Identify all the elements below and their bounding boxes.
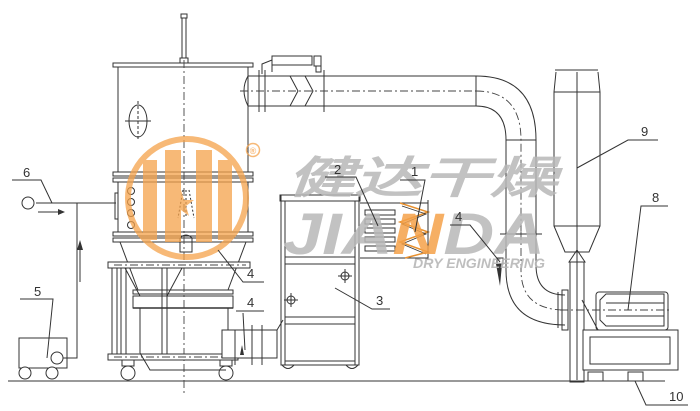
label-1: 1 xyxy=(411,164,418,179)
label-9: 9 xyxy=(641,124,648,139)
part-labels: 6 5 4 4 3 2 1 4 9 8 10 xyxy=(12,124,688,406)
fan-motor xyxy=(560,291,679,382)
label-8: 8 xyxy=(652,190,659,205)
label-10: 10 xyxy=(669,389,683,404)
label-4-upper: 4 xyxy=(455,209,462,224)
svg-text:健达干燥: 健达干燥 xyxy=(287,153,563,204)
jianda-logo: ® xyxy=(125,136,261,260)
label-2: 2 xyxy=(334,162,341,177)
svg-text:DRY ENGINEERING: DRY ENGINEERING xyxy=(413,255,545,271)
cart-unit xyxy=(18,330,78,380)
label-6: 5 xyxy=(34,284,41,299)
label-7: 6 xyxy=(23,165,30,180)
exhaust-duct xyxy=(240,55,569,331)
air-inlet xyxy=(21,196,116,358)
trolley-frame xyxy=(107,261,251,381)
inlet-damper xyxy=(221,319,284,365)
svg-text:®: ® xyxy=(250,146,257,156)
label-3: 3 xyxy=(376,293,383,308)
label-4-lower: 4 xyxy=(247,295,254,310)
label-5: 4 xyxy=(247,266,254,281)
heater-cabinet xyxy=(279,194,431,369)
exhaust-damper xyxy=(496,257,504,286)
cyclone xyxy=(553,69,601,383)
